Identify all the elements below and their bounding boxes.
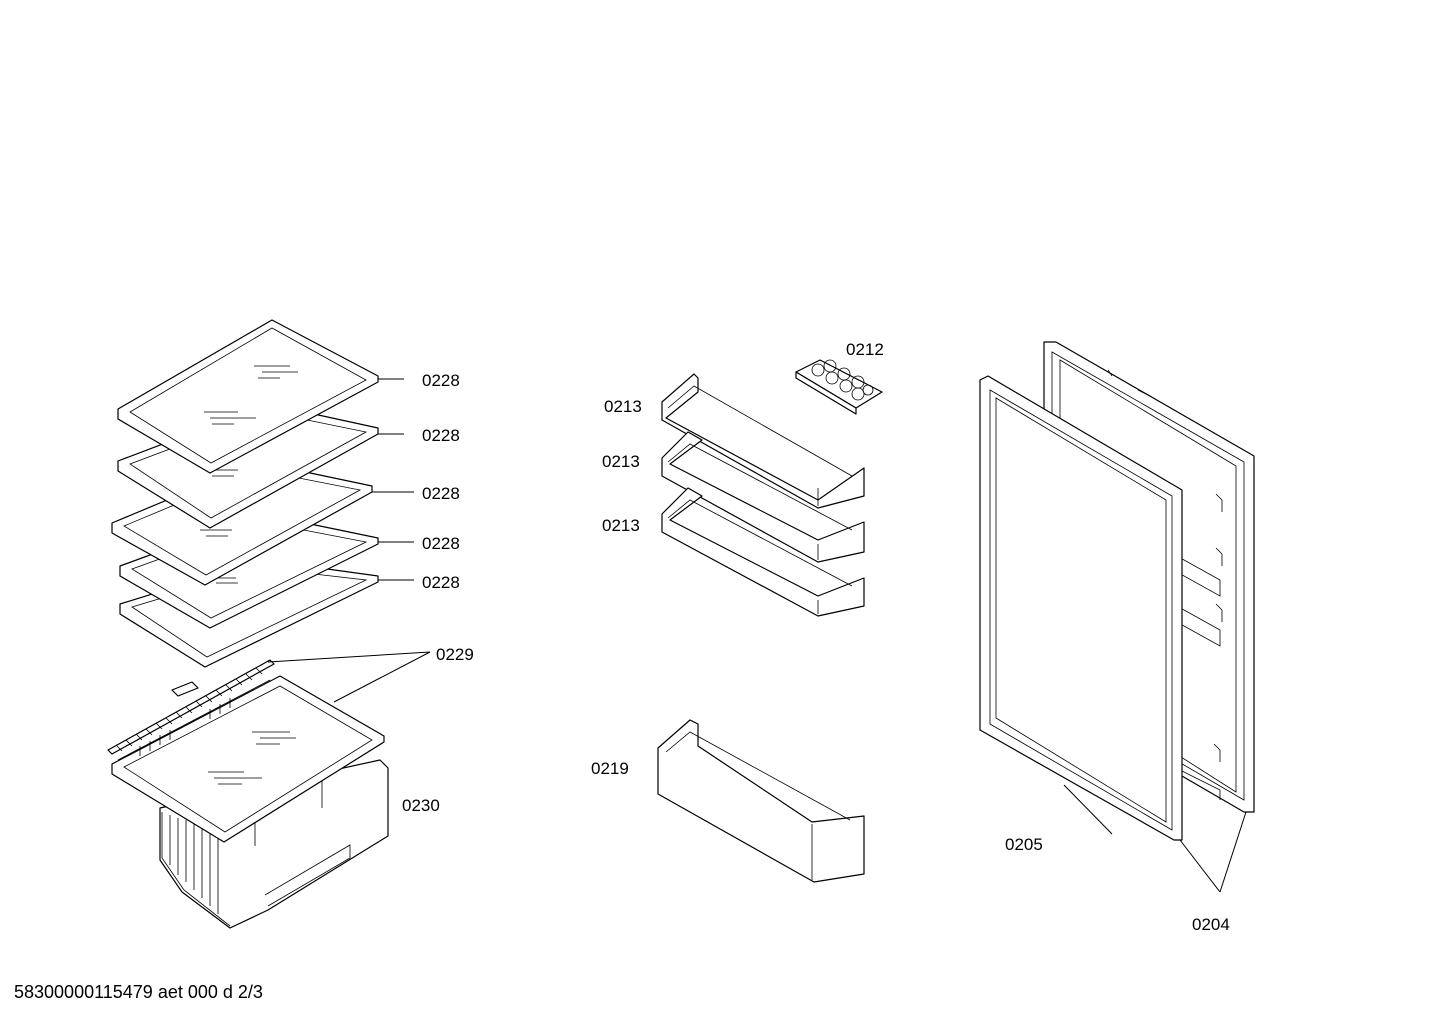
callout-0228-shelf-5: 0228 xyxy=(422,573,460,592)
egg-tray xyxy=(795,359,883,415)
glass-shelf-stack xyxy=(111,319,379,668)
crisper-drawer xyxy=(111,675,389,929)
leader-lines xyxy=(267,378,1247,893)
callout-0219-bottle-shelf: 0219 xyxy=(591,759,629,778)
document-reference: 58300000115479 aet 000 d 2/3 xyxy=(14,982,263,1002)
callout-0205-door-seal: 0205 xyxy=(1005,835,1043,854)
door-shelf-3 xyxy=(661,487,865,617)
callout-0213-door-shelf-2: 0213 xyxy=(602,452,640,471)
callout-0213-door-shelf-1: 0213 xyxy=(604,397,642,416)
door-shelf-stack xyxy=(661,373,865,617)
door-shelf-1 xyxy=(661,373,865,509)
callout-0228-shelf-2: 0228 xyxy=(422,426,460,445)
callout-0228-shelf-1: 0228 xyxy=(422,371,460,390)
glass-shelf-1 xyxy=(117,319,379,474)
callout-0204-door: 0204 xyxy=(1192,915,1230,934)
bottle-shelf xyxy=(657,719,865,883)
callout-0228-shelf-3: 0228 xyxy=(422,484,460,503)
door-seal xyxy=(979,375,1183,841)
callout-0213-door-shelf-3: 0213 xyxy=(602,516,640,535)
callout-0229-shelf-rail: 0229 xyxy=(436,645,474,664)
callout-0230-crisper-drawer: 0230 xyxy=(402,796,440,815)
callout-0228-shelf-4: 0228 xyxy=(422,534,460,553)
shelf-rail xyxy=(107,659,275,755)
door-shelf-2 xyxy=(661,431,865,563)
callout-0212-egg-tray: 0212 xyxy=(846,340,884,359)
